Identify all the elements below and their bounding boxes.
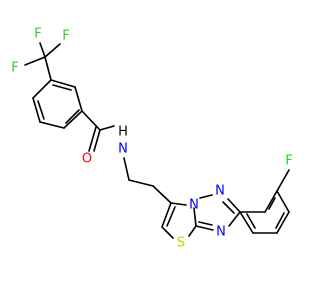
bond bbox=[99, 125, 115, 131]
bond bbox=[276, 190, 290, 213]
bond bbox=[123, 157, 130, 181]
double-bond bbox=[37, 100, 45, 120]
oxygen-atom-label: O bbox=[82, 152, 92, 167]
bond bbox=[193, 207, 197, 227]
amide-hydrogen-label: H bbox=[118, 125, 128, 140]
bond bbox=[44, 43, 61, 58]
bond bbox=[39, 42, 46, 58]
double-bond bbox=[222, 201, 235, 214]
double-bond bbox=[198, 221, 213, 226]
bond bbox=[264, 190, 278, 213]
bond bbox=[39, 121, 65, 129]
bond bbox=[74, 86, 83, 112]
bond bbox=[276, 211, 290, 234]
atom-labels: F F F O N H N N N S F bbox=[11, 27, 292, 251]
molecule-canvas: F F F O N H N N N S F bbox=[11, 27, 292, 251]
benzene-ring-cf3 bbox=[32, 79, 83, 129]
fluorine-atom-label: F bbox=[285, 154, 292, 169]
double-bond bbox=[275, 212, 285, 229]
bond bbox=[239, 211, 254, 234]
bond bbox=[188, 225, 197, 237]
triazole-nitrogen-label: N bbox=[216, 225, 226, 240]
fluorine-atom-label: F bbox=[62, 29, 69, 44]
bond bbox=[152, 185, 172, 204]
bond bbox=[63, 110, 83, 129]
bond bbox=[44, 56, 52, 81]
bond bbox=[170, 202, 187, 206]
bond bbox=[93, 129, 101, 152]
bond bbox=[199, 194, 213, 199]
triazole-nitrogen-label: N bbox=[215, 184, 225, 199]
double-bond bbox=[268, 197, 276, 210]
bond bbox=[276, 169, 290, 192]
bond bbox=[227, 198, 241, 213]
ethyl-linker bbox=[123, 157, 172, 204]
bond bbox=[81, 110, 101, 131]
bond bbox=[195, 225, 214, 231]
amide-group bbox=[81, 110, 115, 152]
bridgehead-nitrogen-label: N bbox=[189, 198, 199, 213]
fluorine-atom-label: F bbox=[11, 61, 18, 76]
bond bbox=[161, 202, 172, 228]
molecule-structure: F F F O N H N N N S F bbox=[11, 27, 292, 251]
fluorophenyl-ring bbox=[239, 169, 290, 234]
bond bbox=[228, 211, 241, 227]
double-bond bbox=[246, 213, 256, 229]
bond bbox=[128, 179, 154, 187]
fluorine-atom-label: F bbox=[34, 27, 41, 42]
double-bond bbox=[65, 109, 80, 124]
thiazolo-triazole-core bbox=[161, 194, 241, 239]
bond bbox=[32, 97, 41, 123]
double-bond bbox=[166, 206, 176, 227]
bond bbox=[24, 56, 46, 66]
trifluoromethyl-group bbox=[24, 42, 61, 81]
bond bbox=[161, 226, 174, 239]
amide-nitrogen-label: N bbox=[118, 142, 128, 157]
sulfur-atom-label: S bbox=[177, 236, 185, 251]
bond bbox=[32, 79, 52, 99]
double-bond bbox=[52, 84, 72, 91]
double-bond bbox=[88, 126, 97, 152]
bond bbox=[50, 79, 76, 88]
